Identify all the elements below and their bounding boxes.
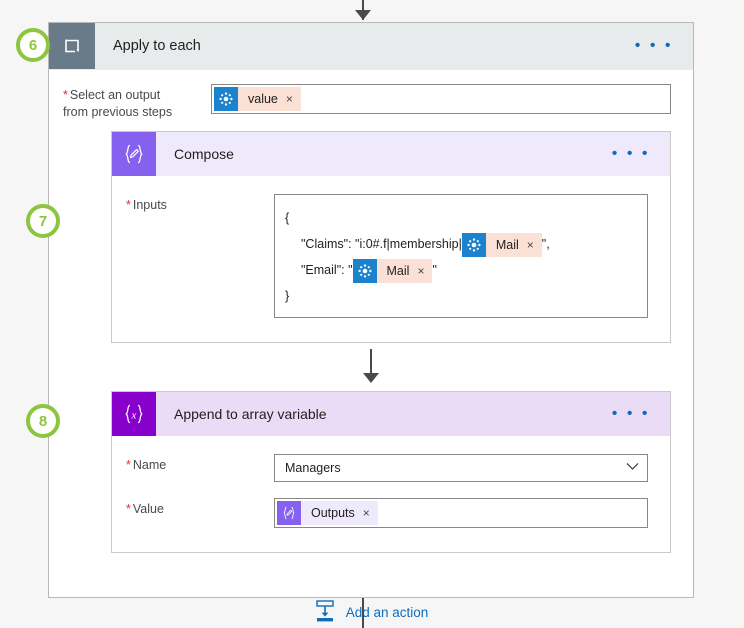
append-menu-button[interactable]: • • •	[611, 405, 650, 422]
email-tail-text: "	[432, 263, 437, 277]
step-badge-6-label: 6	[28, 36, 38, 54]
token-mail-claims-label: Mail	[495, 237, 519, 252]
append-name-row: *Name Managers	[112, 440, 670, 492]
compose-inputs-label-text: Inputs	[132, 198, 167, 212]
required-asterisk: *	[126, 458, 131, 472]
append-value-label: *Value	[126, 498, 274, 518]
append-title: Append to array variable	[174, 406, 327, 422]
compose-braces-pencil-icon	[112, 132, 156, 176]
token-value[interactable]: value ×	[214, 87, 301, 111]
token-mail-claims-body: Mail ×	[485, 232, 542, 257]
compose-output-icon	[277, 501, 301, 525]
step-badge-8: 8	[26, 404, 60, 438]
apply-to-each-body: *Select an output from previous steps	[49, 70, 693, 626]
connector-arrowhead	[363, 373, 379, 383]
select-output-control: value ×	[211, 84, 671, 114]
token-mail-claims[interactable]: Mail ×	[461, 232, 542, 257]
bottom-connector-line	[362, 598, 364, 628]
apply-to-each-header[interactable]: Apply to each • • •	[49, 23, 693, 70]
apply-to-each-menu-button[interactable]: • • •	[634, 37, 673, 54]
required-asterisk: *	[63, 88, 68, 102]
variable-name-select[interactable]: Managers	[274, 454, 648, 482]
compose-inputs-row: *Inputs { "Claims": "i:0#.f|membership| M…	[112, 180, 670, 328]
step-badge-7-label: 7	[38, 212, 48, 230]
required-asterisk: *	[126, 502, 131, 516]
token-mail-email[interactable]: Mail ×	[352, 258, 433, 283]
compose-inputs-label: *Inputs	[126, 194, 274, 214]
compose-to-append-connector	[49, 343, 693, 391]
append-name-control: Managers	[274, 454, 648, 482]
variable-name-value: Managers	[285, 461, 341, 475]
required-asterisk: *	[126, 198, 131, 212]
token-value-body: value ×	[238, 87, 301, 111]
append-value-control: Outputs ×	[274, 498, 648, 528]
token-mail-claims-remove-icon[interactable]: ×	[526, 237, 534, 252]
token-mail-email-remove-icon[interactable]: ×	[417, 263, 425, 278]
code-line-close: }	[285, 289, 290, 303]
append-name-label: *Name	[126, 454, 274, 474]
variable-braces-x-icon: x	[112, 392, 156, 436]
step-badge-7: 7	[26, 204, 60, 238]
append-body: *Name Managers	[112, 436, 670, 552]
token-value-label: value	[248, 92, 278, 106]
email-key-text: "Email": "	[301, 263, 353, 277]
select-output-input[interactable]: value ×	[211, 84, 671, 114]
select-output-label-line2: from previous steps	[63, 105, 173, 119]
top-connector-arrowhead	[355, 10, 371, 20]
code-line-open: {	[285, 211, 290, 225]
code-line-claims: "Claims": "i:0#.f|membership| Mail × ",	[285, 231, 637, 257]
claims-key-text: "Claims": "i:0#.f|membership|	[301, 237, 462, 251]
sharepoint-icon	[352, 258, 377, 283]
compose-title: Compose	[174, 146, 234, 162]
step-badge-6: 6	[16, 28, 50, 62]
compose-header[interactable]: Compose • • •	[112, 132, 670, 176]
token-mail-email-body: Mail ×	[376, 258, 433, 283]
select-output-field-row: *Select an output from previous steps	[49, 70, 693, 131]
compose-inputs-editor[interactable]: { "Claims": "i:0#.f|membership| Mail × ", "…	[274, 194, 648, 318]
append-name-label-text: Name	[132, 458, 167, 472]
apply-to-each-card: Apply to each • • • *Select an output fr…	[48, 22, 694, 622]
compose-body: *Inputs { "Claims": "i:0#.f|membership| M…	[112, 176, 670, 342]
token-outputs-remove-icon[interactable]: ×	[362, 506, 370, 520]
insert-action-icon	[314, 599, 336, 626]
connector-line	[370, 349, 372, 377]
compose-card: Compose • • • *Inputs { "Claims": "i:0#.…	[111, 131, 671, 343]
sharepoint-icon	[461, 232, 486, 257]
append-header[interactable]: x Append to array variable • • •	[112, 392, 670, 436]
token-mail-email-label: Mail	[386, 263, 410, 278]
append-value-input[interactable]: Outputs ×	[274, 498, 648, 528]
svg-text:x: x	[131, 409, 137, 421]
add-an-action-row[interactable]: Add an action	[49, 599, 693, 626]
token-value-remove-icon[interactable]: ×	[285, 92, 293, 106]
compose-inputs-control: { "Claims": "i:0#.f|membership| Mail × ", "…	[274, 194, 648, 318]
sharepoint-icon	[214, 87, 238, 111]
append-value-label-text: Value	[132, 502, 164, 516]
claims-tail-text: ",	[541, 237, 550, 251]
select-output-label-line1: Select an output	[69, 88, 161, 102]
step-badge-8-label: 8	[38, 412, 48, 430]
loop-icon	[49, 23, 95, 69]
add-an-action-label[interactable]: Add an action	[345, 605, 429, 620]
select-output-label: *Select an output from previous steps	[63, 84, 211, 121]
token-outputs-label: Outputs	[311, 506, 355, 520]
append-to-array-variable-card: x Append to array variable • • • *Name M…	[111, 391, 671, 553]
append-value-row: *Value	[112, 492, 670, 538]
chevron-down-icon[interactable]	[626, 462, 639, 474]
code-line-email: "Email": " Mail × "	[285, 257, 637, 283]
token-outputs[interactable]: Outputs ×	[277, 501, 378, 525]
token-outputs-body: Outputs ×	[301, 501, 378, 525]
compose-menu-button[interactable]: • • •	[611, 145, 650, 162]
apply-to-each-title: Apply to each	[113, 38, 201, 54]
